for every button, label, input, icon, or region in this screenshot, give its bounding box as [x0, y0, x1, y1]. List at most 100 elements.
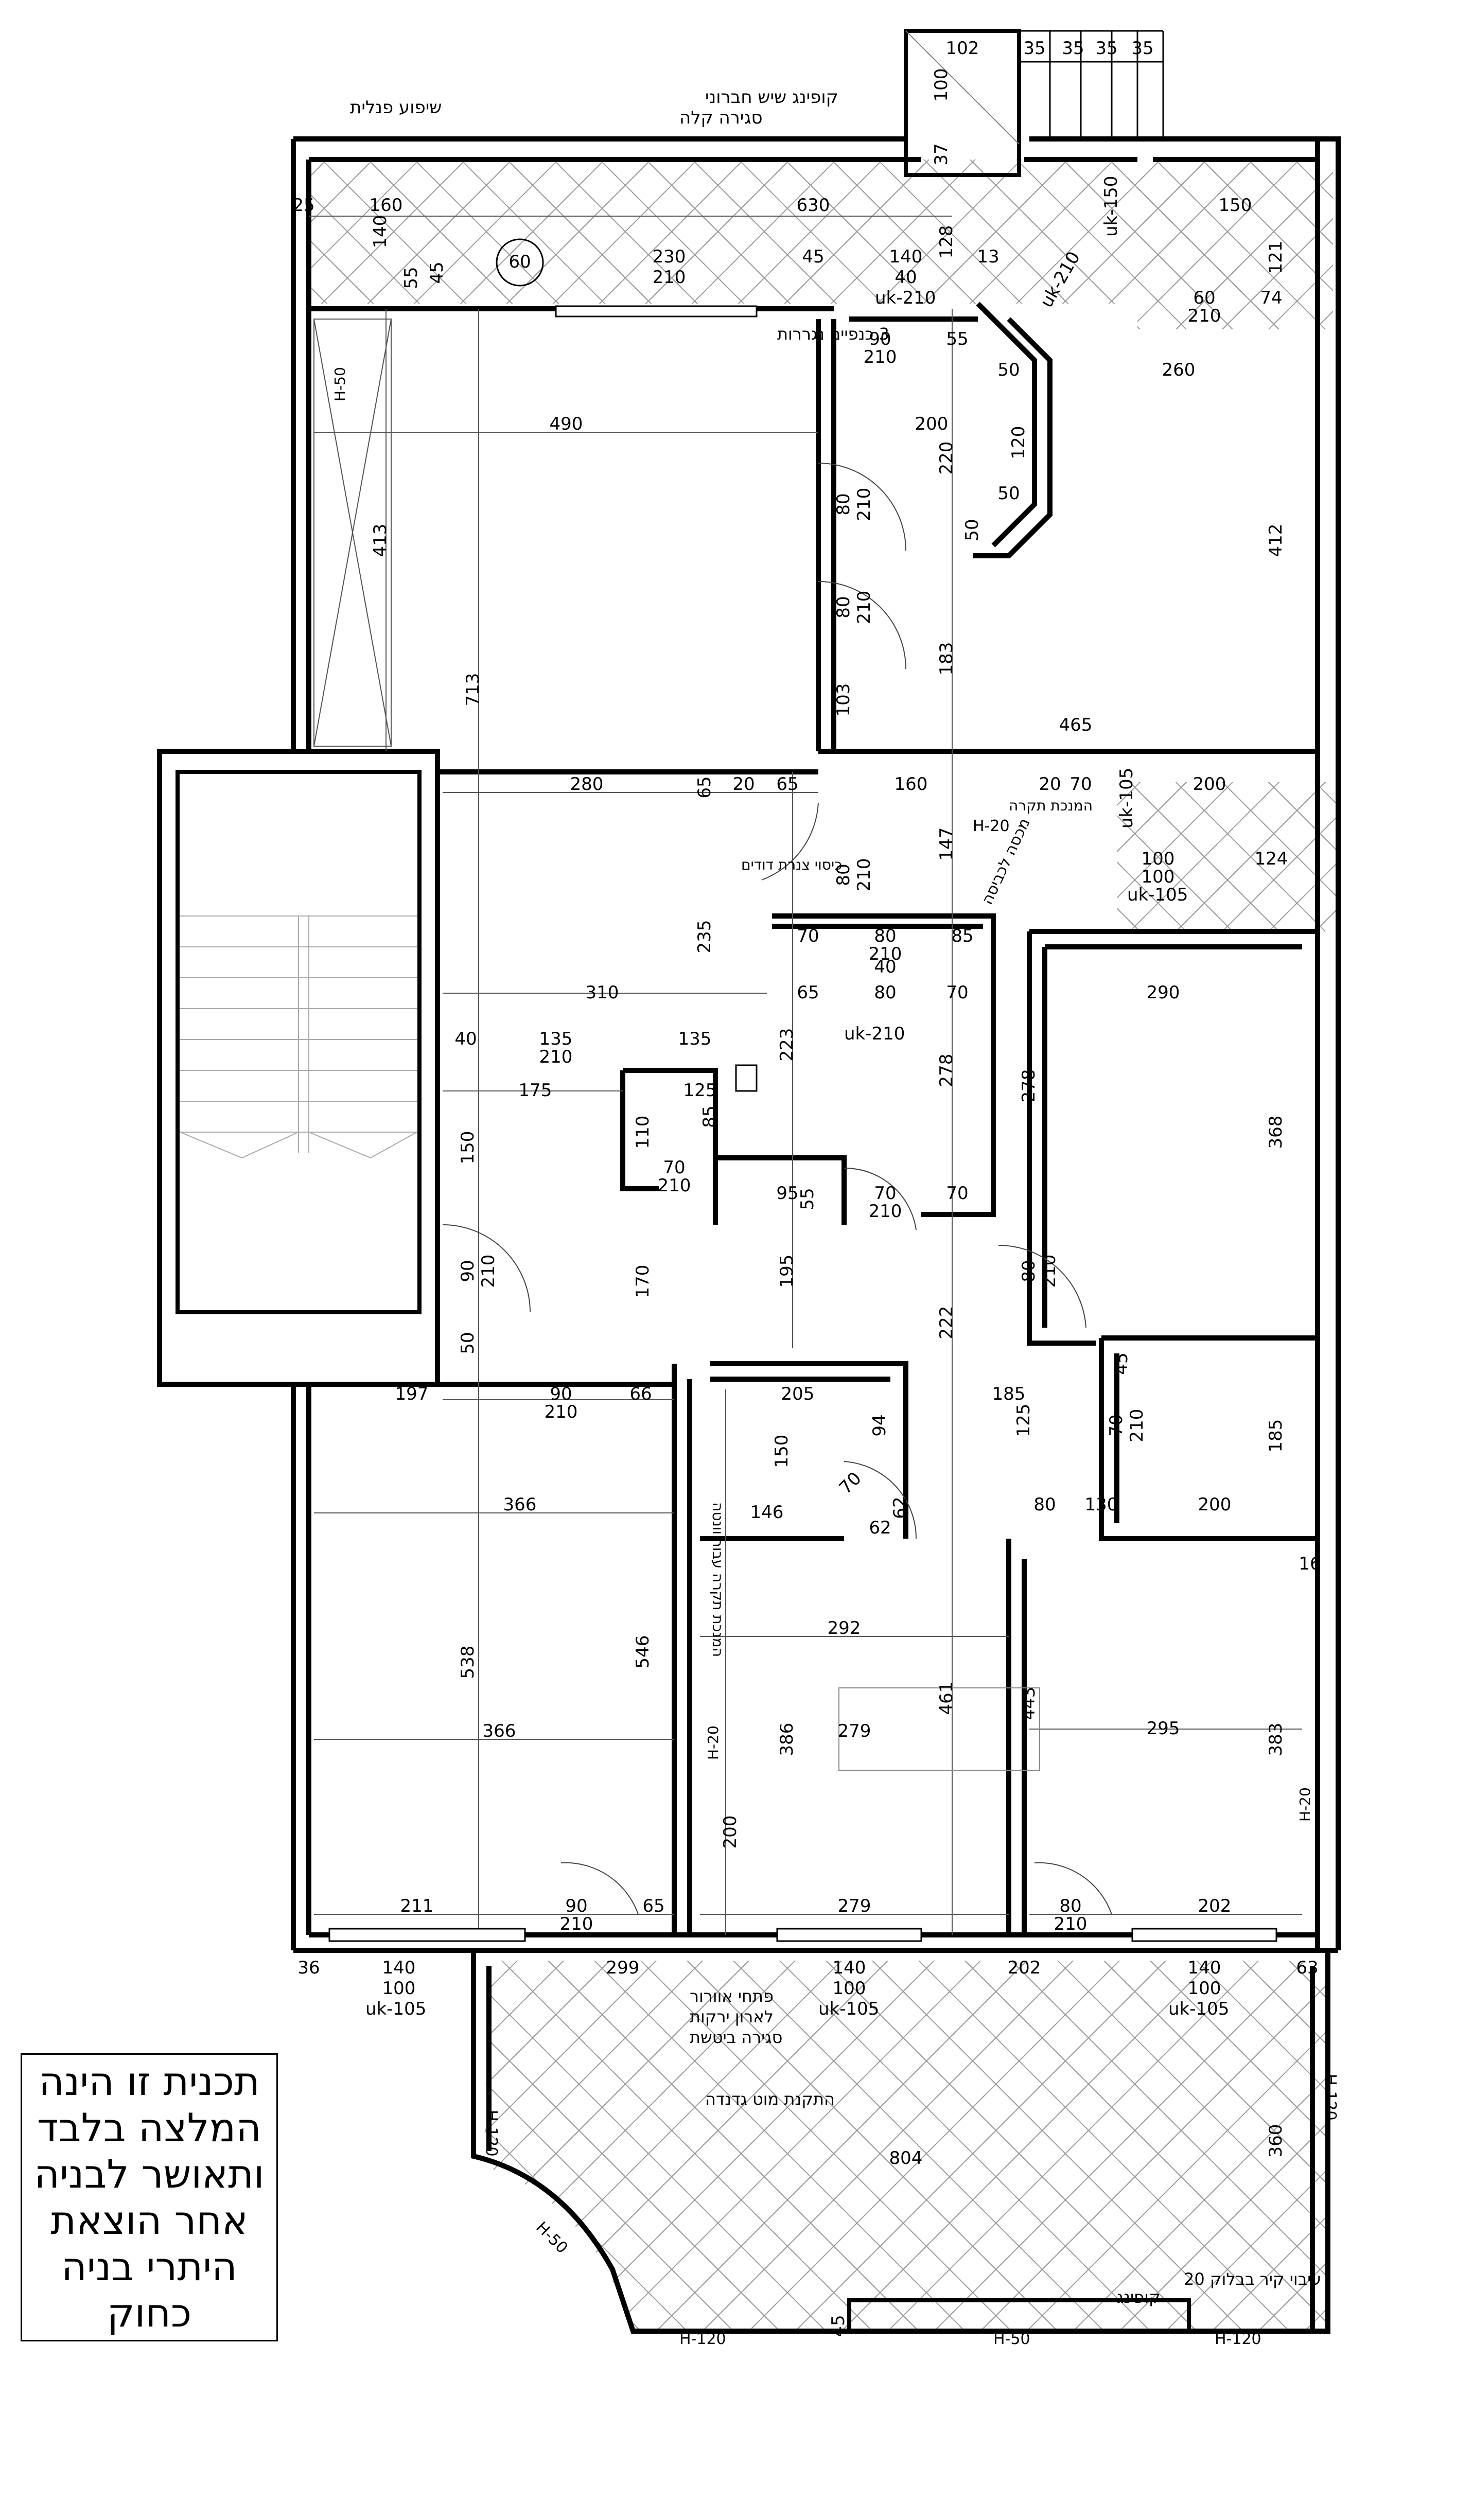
dim: 50	[997, 360, 1020, 380]
dim: 85	[699, 1105, 720, 1127]
dim: 37	[931, 143, 952, 165]
tiling-slab-label: שיפוע פנלית	[350, 97, 442, 118]
disclaimer-line: תכנית זו הינה	[39, 2058, 260, 2104]
dim: 70	[874, 1183, 896, 1204]
opening-uk210-mid: uk-210	[844, 1024, 905, 1044]
dim: 210	[545, 1402, 578, 1422]
dim: 205	[781, 1384, 815, 1404]
h120-bottom-right-label: H-120	[1215, 2330, 1261, 2348]
dim: 210	[653, 267, 686, 288]
dim: 140	[370, 215, 391, 249]
dim: 146	[750, 1502, 784, 1523]
dim: 230	[653, 246, 686, 267]
labels: שיפוע פנלית קופינג שיש חברוני סגירה קלה …	[331, 87, 1339, 2348]
dim: 70	[663, 1157, 685, 1178]
dim: 383	[1266, 1723, 1286, 1756]
partition-g	[1099, 1335, 1318, 1541]
dim: 299	[606, 1958, 640, 1978]
dim: 70	[797, 926, 819, 946]
dim: 100	[833, 1978, 866, 1999]
kitchen-vent-label-2: לארון ירקות	[690, 2007, 774, 2026]
window-2	[776, 1928, 922, 1942]
dim: 63	[1296, 1958, 1318, 1978]
window-top	[555, 305, 758, 318]
disclaimer-line: המלצה בלבד	[37, 2105, 261, 2151]
dim: 279	[838, 1721, 871, 1741]
dim: 40	[874, 957, 896, 977]
dimension-lines	[309, 216, 1302, 1935]
dim: 278	[1019, 1069, 1039, 1103]
bathroom-walls	[620, 1068, 718, 1191]
dim: 290	[1147, 982, 1180, 1003]
dim: 150	[1219, 195, 1252, 216]
dim: 65	[642, 1896, 664, 1916]
dim: 65	[776, 774, 798, 795]
dim: 90	[565, 1896, 587, 1916]
dim: 60	[508, 252, 531, 272]
partition-b	[816, 319, 836, 751]
dim: 140	[1188, 1958, 1221, 1978]
dim: 160	[370, 195, 403, 216]
h120-bottom-left-label: H-120	[679, 2330, 726, 2348]
dim: 368	[1266, 1116, 1286, 1149]
triple-frames-label: 3 כנפיים נגררות	[777, 324, 889, 344]
walls	[157, 29, 1341, 2334]
stair-steps	[180, 915, 417, 1159]
dim: 490	[550, 414, 583, 434]
dim: 211	[400, 1896, 434, 1916]
dim: 278	[936, 1054, 957, 1087]
dim: 16	[1299, 1554, 1321, 1574]
h50-left-label: H-50	[331, 367, 348, 401]
dim: 50	[997, 483, 1020, 504]
partition-i	[672, 1364, 844, 1935]
mid-right-balcony-tiles	[1117, 782, 1338, 931]
dim: 60	[1193, 288, 1215, 308]
h20-mid-label: H-20	[705, 1725, 722, 1760]
wc-walls	[713, 1155, 847, 1225]
stair-core-inner	[176, 770, 422, 1314]
dim: 110	[633, 1116, 653, 1149]
dim: 36	[297, 1958, 320, 1978]
windows	[328, 305, 1277, 1942]
dim: 80	[874, 982, 896, 1003]
dim: 210	[539, 1047, 573, 1067]
dim: 90	[869, 329, 891, 349]
dim: 35	[1062, 38, 1084, 59]
dim: 202	[1198, 1896, 1232, 1916]
dim: 62	[869, 1518, 891, 1538]
dim: 279	[838, 1896, 871, 1916]
outer-wall-left-upper	[291, 139, 311, 751]
dim: 65	[694, 776, 715, 798]
h20-small-label: H-20	[973, 817, 1010, 835]
dim: 210	[658, 1175, 691, 1196]
dim: 147	[936, 827, 957, 861]
dim: 65	[797, 982, 819, 1003]
dim: 222	[936, 1306, 957, 1340]
dim: 223	[777, 1028, 797, 1062]
dim: 210	[1127, 1409, 1147, 1442]
disclaimer-line: כחוק	[107, 2290, 192, 2336]
dim: 35	[1095, 38, 1117, 59]
dim: 124	[1255, 849, 1288, 869]
shaft-cross	[313, 319, 392, 747]
dim: 150	[771, 1435, 792, 1468]
dim: 121	[1266, 241, 1286, 274]
dim: 70	[1069, 774, 1092, 795]
boiler-circle	[496, 238, 544, 287]
dim: 804	[889, 2148, 923, 2169]
dim: 412	[1266, 524, 1286, 557]
disclaimer-line: היתרי בניה	[61, 2244, 237, 2289]
dim: 103	[833, 683, 854, 717]
main-balcony-tiles	[484, 1961, 1328, 2331]
door-swings	[442, 463, 1112, 1915]
h50-corner-label: H-50	[532, 2218, 571, 2257]
partition-e	[1029, 929, 1320, 1323]
dim: 85	[951, 926, 973, 946]
opening-uk105-a: uk-105	[1116, 768, 1137, 829]
dim: 45	[828, 2315, 849, 2337]
dim: 100	[1188, 1978, 1221, 1999]
disclaimer-box: תכנית זו הינה המלצה בלבד ותאושר לבניה אח…	[21, 2053, 278, 2341]
dim: 20	[732, 774, 755, 795]
dim: 210	[864, 347, 897, 367]
dim: 94	[869, 1414, 890, 1436]
